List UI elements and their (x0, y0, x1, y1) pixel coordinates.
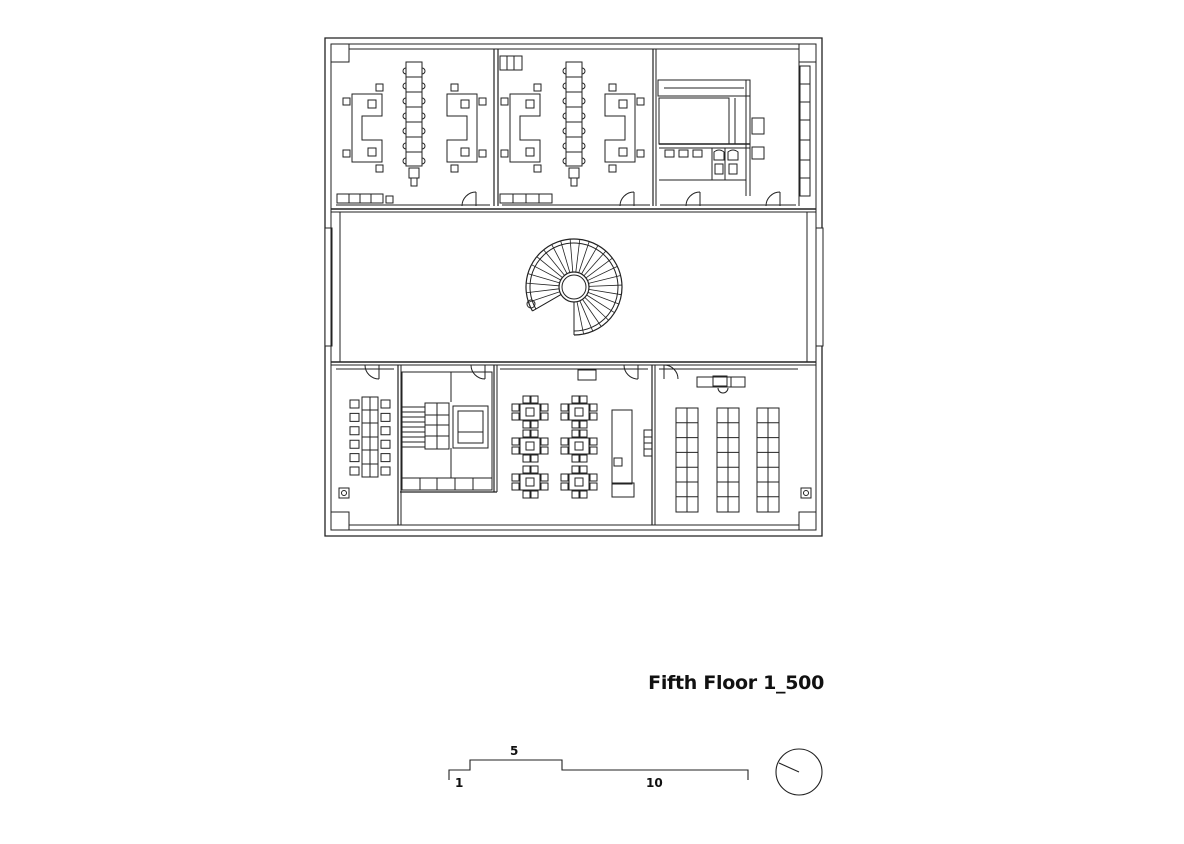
central-corridor (331, 209, 816, 365)
north-arrow-icon (776, 749, 822, 795)
stair-lift-core (402, 372, 492, 490)
pantry (578, 370, 652, 497)
scale-label-one: 1 (455, 776, 464, 790)
dining-tables (512, 396, 597, 498)
south-wing (336, 365, 811, 525)
meeting-table (362, 397, 378, 477)
scale-bar (449, 760, 748, 780)
outer-walls (325, 38, 823, 536)
scale-label-five: 5 (510, 744, 519, 758)
restroom-core (658, 80, 764, 196)
archive-room (697, 376, 745, 393)
north-workstations (343, 62, 644, 186)
meeting-chairs (350, 400, 390, 475)
scale-label-ten: 10 (646, 776, 663, 790)
archive-shelves (676, 408, 779, 512)
spiral-staircase (526, 239, 622, 335)
drawing-title: Fifth Floor 1_500 (648, 672, 824, 694)
north-offices (336, 49, 810, 206)
